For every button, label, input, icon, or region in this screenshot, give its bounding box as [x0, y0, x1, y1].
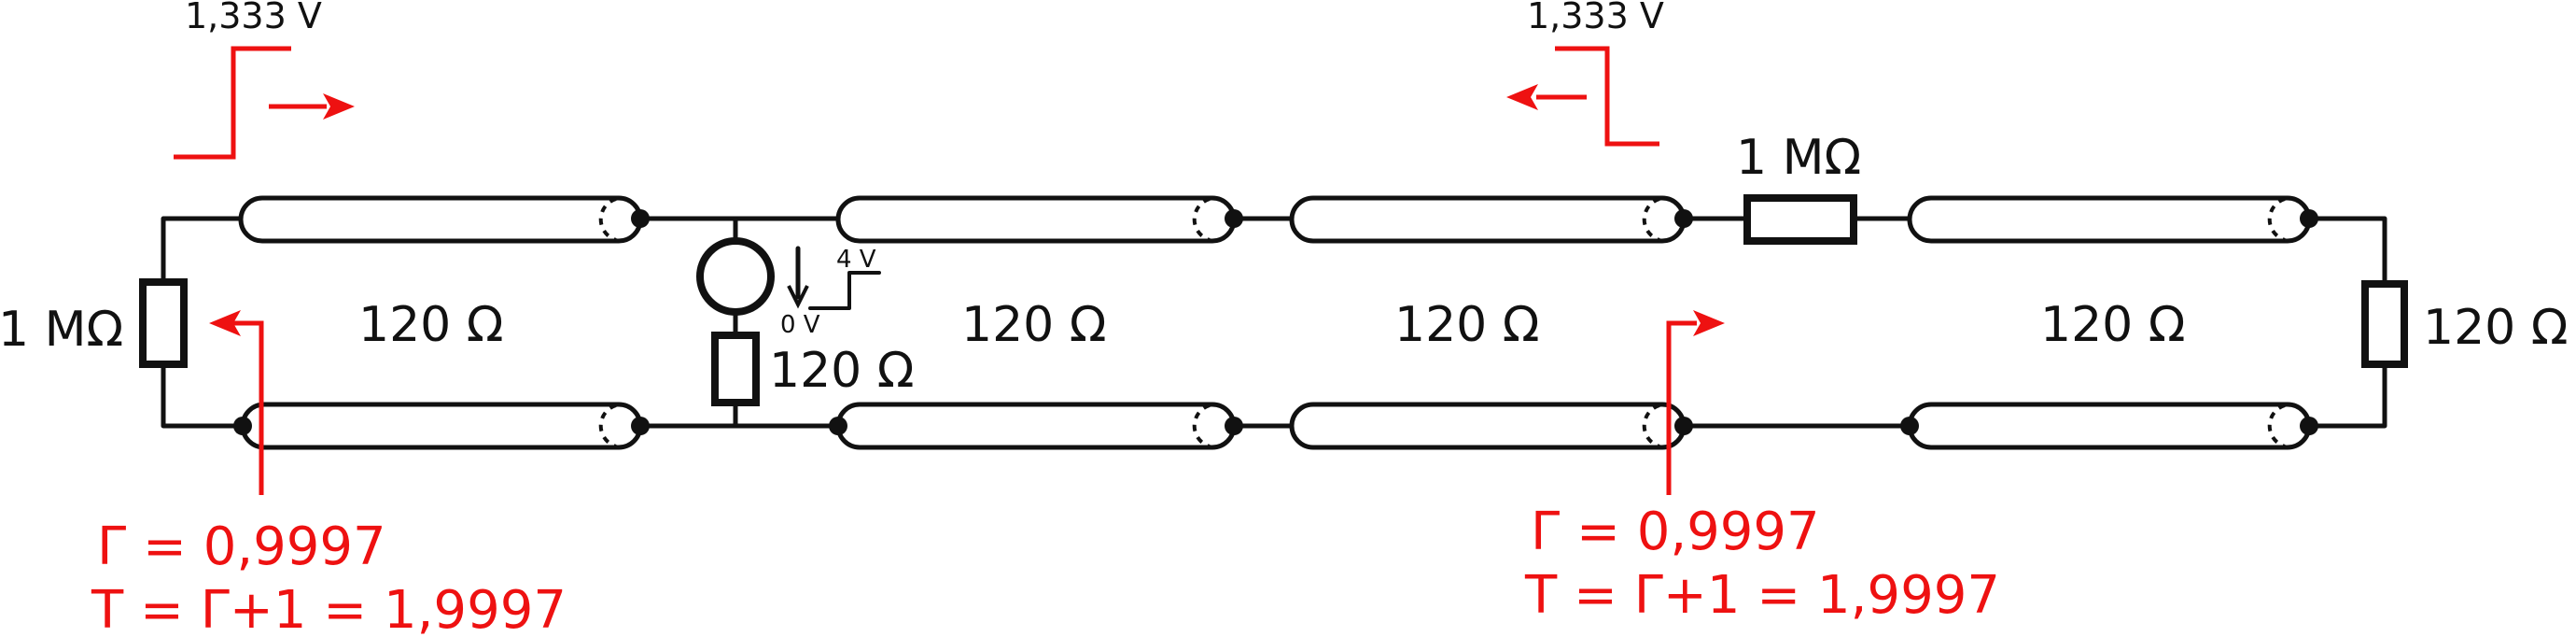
step-pulse-icon [174, 46, 291, 160]
cable-bottom-1 [240, 402, 643, 450]
source-step-high: 4 V [836, 246, 876, 274]
resistor-right-label: 120 Ω [2423, 300, 2569, 356]
junction-dots [233, 209, 2318, 435]
cable-bottom-2 [835, 402, 1237, 450]
junction-dot [233, 417, 252, 435]
arrow-right-icon [1693, 310, 1725, 336]
cable-label-upper-left: 120 Ω [358, 297, 504, 353]
resistor-left-label: 1 MΩ [0, 302, 123, 358]
step-waveform-icon [808, 271, 881, 310]
cable-top-1 [238, 195, 643, 244]
junction-dot [1674, 209, 1693, 228]
wire-right-bottom [2306, 363, 2387, 429]
source-step-low: 0 V [780, 311, 820, 339]
gamma-left: Γ = 0,9997 [97, 517, 386, 577]
junction-dot [2300, 209, 2318, 228]
cable-label-middle: 120 Ω [961, 297, 1107, 353]
resistor-top-series [1743, 194, 1857, 245]
coax-cables [238, 195, 2312, 450]
cable-bottom-4 [1907, 402, 2312, 450]
cable-top-4 [1907, 195, 2312, 244]
transmission-left: T = Γ+1 = 1,9997 [91, 580, 567, 637]
junction-dot [631, 417, 650, 435]
wire-left-bottom [161, 363, 245, 429]
resistor-right [2361, 280, 2408, 368]
wires [161, 216, 2387, 429]
pulse-left [174, 46, 355, 160]
cable-top-2 [835, 195, 1237, 244]
cable-bottom-3 [1289, 402, 1687, 450]
junction-dot [2300, 417, 2318, 435]
pulse-right-voltage: 1,333 V [1527, 0, 1664, 36]
transmission-right: T = Γ+1 = 1,9997 [1524, 565, 2000, 626]
resistor-top-series-label: 1 MΩ [1736, 130, 1861, 186]
step-pulse-icon [1555, 46, 1659, 147]
resistor-source [711, 332, 760, 406]
gamma-right: Γ = 0,9997 [1531, 502, 1820, 562]
pulse-left-voltage: 1,333 V [185, 0, 322, 36]
pulse-right [1506, 46, 1659, 147]
resistor-left [139, 278, 188, 368]
junction-dot [1900, 417, 1919, 435]
arrow-left-icon [209, 310, 241, 336]
junction-dot [1674, 417, 1693, 435]
cable-top-3 [1289, 195, 1687, 244]
reflection-marker-right [1666, 310, 1725, 495]
junction-dot [1225, 209, 1243, 228]
source-circle [696, 237, 775, 316]
wire-left-top [161, 216, 244, 283]
wire-right-top [2306, 216, 2387, 285]
junction-dot [829, 417, 847, 435]
cable-label-center: 120 Ω [1394, 297, 1540, 353]
junction-dot [1225, 417, 1243, 435]
junction-dot [631, 209, 650, 228]
cable-label-right: 120 Ω [2040, 297, 2186, 353]
resistor-source-label: 120 Ω [769, 343, 915, 399]
voltage-source [696, 237, 881, 316]
reflection-marker-left [209, 310, 264, 495]
